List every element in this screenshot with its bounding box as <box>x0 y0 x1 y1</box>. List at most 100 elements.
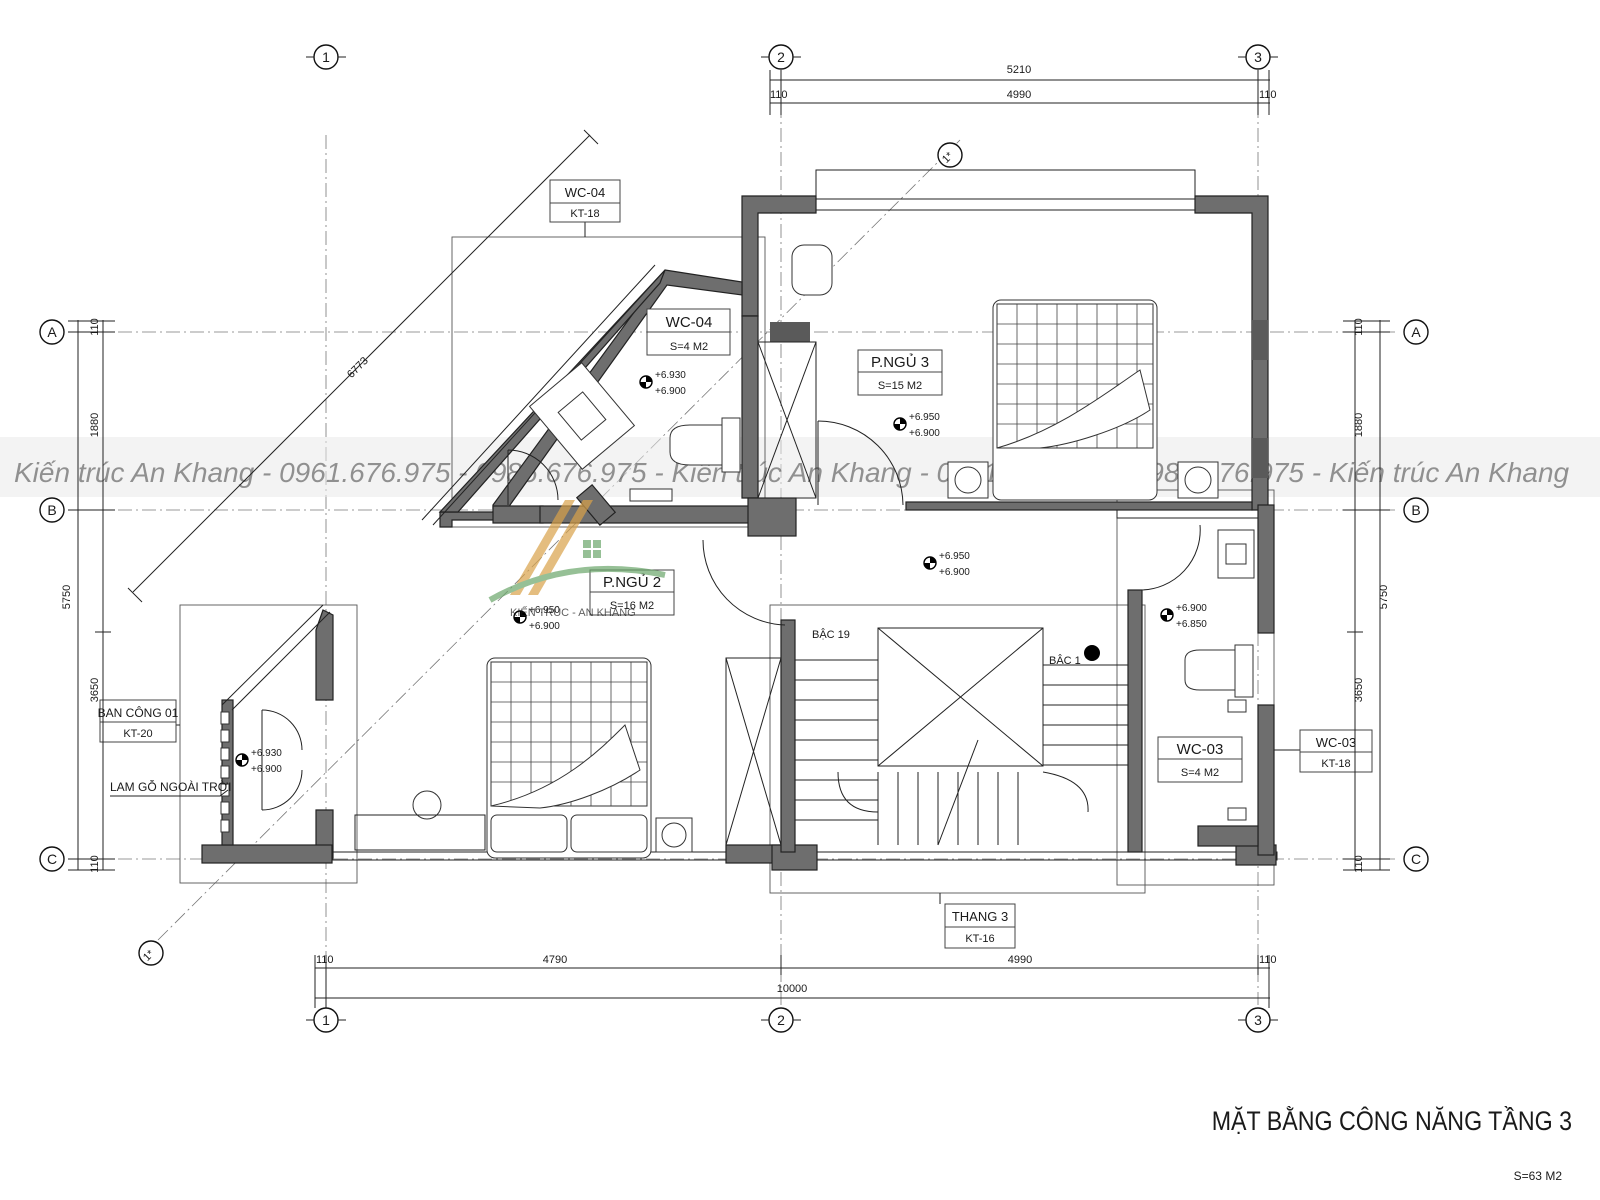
svg-text:+6.850: +6.850 <box>1176 619 1207 630</box>
room-wc03: WC-03 S=4 M2 <box>1157 736 1243 783</box>
tag-stair: THANG 3 KT-16 <box>939 893 1016 949</box>
svg-text:110: 110 <box>770 89 788 101</box>
dimensions-top: 5210 4990 110 110 <box>769 64 1277 115</box>
bubble-col1-bottom: 1 <box>306 1007 346 1033</box>
svg-text:C: C <box>1411 851 1421 867</box>
svg-text:1: 1 <box>322 1012 330 1028</box>
total-area: S=63 M2 <box>1514 1169 1563 1183</box>
drawing-title: MẶT BẰNG CÔNG NĂNG TẦNG 3 <box>1212 1105 1572 1136</box>
svg-text:+6.900: +6.900 <box>1176 603 1207 614</box>
svg-text:LAM GỖ NGOÀI TRỜI: LAM GỖ NGOÀI TRỜI <box>110 779 231 794</box>
svg-text:3: 3 <box>1254 49 1262 65</box>
svg-text:110: 110 <box>316 954 334 966</box>
svg-text:WC-03: WC-03 <box>1316 735 1356 750</box>
svg-text:110: 110 <box>89 318 101 336</box>
svg-text:+6.950: +6.950 <box>939 551 970 562</box>
svg-text:THANG 3: THANG 3 <box>952 909 1008 924</box>
bubble-diag-bottom: 1* <box>138 940 164 966</box>
room-wc04: WC-04 S=4 M2 <box>646 308 731 356</box>
bubble-diag-top: 1* <box>937 142 963 168</box>
company-logo: KIẾN TRÚC - AN KHANG <box>488 500 666 619</box>
watermark-text: Kiến trúc An Khang - 0961.676.975 - 0986… <box>14 457 1570 488</box>
room-area: S=15 M2 <box>878 380 922 392</box>
svg-text:110: 110 <box>1353 855 1365 873</box>
level-balcony: +6.930 +6.900 <box>235 748 282 775</box>
tag-balcony: BAN CÔNG 01 KT-20 <box>98 699 180 743</box>
svg-text:A: A <box>1411 324 1421 340</box>
room-name: WC-04 <box>666 314 713 331</box>
svg-text:+6.900: +6.900 <box>939 567 970 578</box>
svg-text:2: 2 <box>777 49 785 65</box>
bubble-rowB-right: B <box>1403 497 1429 523</box>
tag-wc04: WC-04 KT-18 <box>549 179 621 237</box>
staircase <box>795 627 1128 846</box>
dimension-diagonal: 6773 <box>127 129 599 603</box>
bubble-col2-bottom: 2 <box>761 1007 801 1033</box>
room-area: S=4 M2 <box>670 341 708 353</box>
bed-room2 <box>354 657 693 859</box>
svg-text:110: 110 <box>1353 318 1365 336</box>
level-pngu3: +6.950 +6.900 <box>893 412 940 439</box>
room-name: WC-03 <box>1177 741 1224 758</box>
dimensions-right: 1880 5750 3650 110 110 <box>1343 318 1390 873</box>
svg-text:+6.900: +6.900 <box>655 386 686 397</box>
level-wc04: +6.930 +6.900 <box>639 370 686 397</box>
bubble-rowA-left: A <box>39 319 65 345</box>
svg-text:+6.930: +6.930 <box>655 370 686 381</box>
grid-axes <box>70 80 1395 1005</box>
svg-text:+6.900: +6.900 <box>529 621 560 632</box>
bubble-col1-top: 1 <box>306 44 346 70</box>
doors <box>261 420 1201 811</box>
svg-text:4990: 4990 <box>1007 89 1031 101</box>
stair-start-dot <box>1084 645 1100 661</box>
room-name: P.NGỦ 3 <box>871 353 929 371</box>
bubble-rowA-right: A <box>1403 319 1429 345</box>
svg-text:KT-18: KT-18 <box>1321 758 1350 770</box>
svg-text:KT-16: KT-16 <box>965 933 994 945</box>
room-pngu3: P.NGỦ 3 S=15 M2 <box>857 349 943 396</box>
svg-text:+6.900: +6.900 <box>909 428 940 439</box>
svg-text:10000: 10000 <box>777 983 808 995</box>
dimensions-left: 1880 5750 3650 110 110 <box>61 318 115 873</box>
label-bac19: BẬC 19 <box>812 628 850 641</box>
logo-text: KIẾN TRÚC - AN KHANG <box>510 606 636 619</box>
tag-wc03: WC-03 KT-18 <box>1274 729 1373 773</box>
room-area: S=4 M2 <box>1181 767 1219 779</box>
svg-text:+6.900: +6.900 <box>251 764 282 775</box>
bubble-col3-top: 3 <box>1238 44 1278 70</box>
svg-text:5750: 5750 <box>1378 585 1390 609</box>
label-lam-go: LAM GỖ NGOÀI TRỜI <box>110 779 231 797</box>
svg-text:+6.950: +6.950 <box>529 605 560 616</box>
svg-text:+6.930: +6.930 <box>251 748 282 759</box>
sanitary-fixtures <box>528 244 1255 821</box>
bubble-rowC-left: C <box>39 846 65 872</box>
svg-text:5210: 5210 <box>1007 64 1031 76</box>
svg-text:3: 3 <box>1254 1012 1262 1028</box>
level-wc03: +6.900 +6.850 <box>1160 603 1207 630</box>
svg-text:A: A <box>47 324 57 340</box>
room-pngu2: P.NGỦ 2 S=16 M2 <box>589 569 675 616</box>
balcony-slats <box>220 711 230 833</box>
svg-text:+6.950: +6.950 <box>909 412 940 423</box>
svg-text:C: C <box>47 851 57 867</box>
svg-text:KT-18: KT-18 <box>570 208 599 220</box>
bubble-rowB-left: B <box>39 497 65 523</box>
level-hall: +6.950 +6.900 <box>923 551 970 578</box>
room-name: P.NGỦ 2 <box>603 573 661 591</box>
svg-text:1880: 1880 <box>1353 413 1365 437</box>
svg-text:4990: 4990 <box>1008 954 1032 966</box>
svg-text:3650: 3650 <box>1353 678 1365 702</box>
wardrobes <box>725 341 817 846</box>
svg-text:2: 2 <box>777 1012 785 1028</box>
grid-bubbles: 1 2 3 1 2 3 A <box>39 44 1429 1033</box>
watermark-band <box>0 437 1600 497</box>
svg-text:5750: 5750 <box>61 585 73 609</box>
svg-text:110: 110 <box>89 855 101 873</box>
svg-text:6773: 6773 <box>345 355 371 381</box>
svg-text:110: 110 <box>1259 89 1277 101</box>
bed-room3 <box>947 299 1219 501</box>
svg-text:1880: 1880 <box>89 413 101 437</box>
bubble-rowC-right: C <box>1403 846 1429 872</box>
level-pngu2: +6.950 +6.900 <box>513 605 560 632</box>
